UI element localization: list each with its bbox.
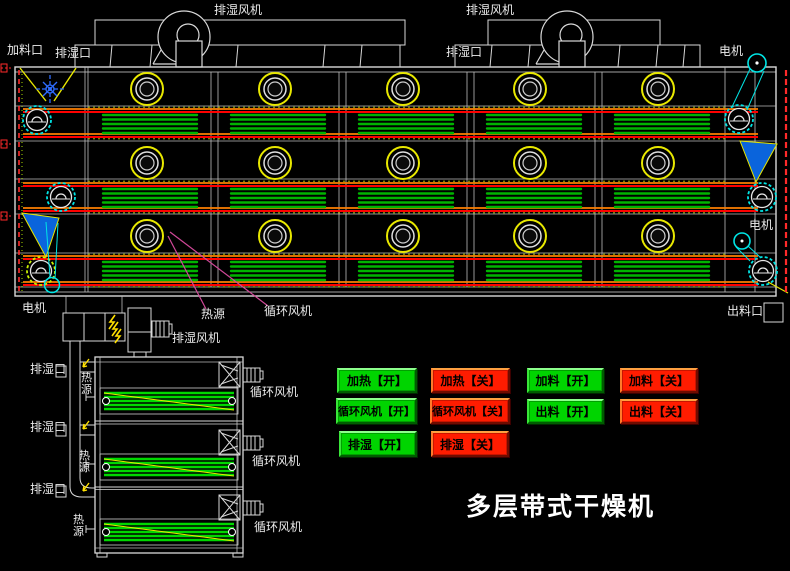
roller [22, 105, 52, 135]
side-heat-source-label: 热源 [73, 513, 84, 538]
feed-on-button[interactable]: 加料【开】 [527, 368, 604, 393]
circulation-fan-symbol [218, 429, 264, 456]
motor-mid-right-label: 电机 [749, 218, 774, 232]
side-heat-source-label: 热源 [79, 449, 90, 474]
roller [748, 256, 778, 286]
side-vent-label: 排湿口 [30, 362, 67, 376]
circulation-fan-circles [130, 72, 675, 253]
leader-lines [167, 231, 269, 310]
discharge-off-button[interactable]: 出料【关】 [620, 399, 698, 424]
circ-fan-off-button[interactable]: 循环风机【关】 [430, 398, 510, 424]
drive-mount-right [739, 140, 778, 184]
heat-source-connectors [85, 393, 95, 533]
drive-mount-left [21, 212, 60, 259]
side-circ-fan-label: 循环风机 [254, 520, 303, 534]
feed-hopper [19, 67, 77, 102]
circulation-fan-symbol [218, 494, 264, 521]
side-motor-label: 电机 [22, 301, 47, 315]
exhaust-fan-left-label: 排湿风机 [214, 3, 263, 17]
side-exhaust-fan-box [127, 307, 173, 357]
agitator-symbol [36, 75, 64, 103]
heat-source-label: 热源 [201, 307, 226, 321]
vent-right-label: 排湿口 [446, 45, 483, 59]
discharge-outlet-label: 出料口 [727, 304, 764, 318]
circulation-fan-symbol [218, 361, 264, 388]
vent-on-button[interactable]: 排湿【开】 [339, 431, 417, 457]
circulation-fan-label: 循环风机 [264, 304, 313, 318]
side-vent-label: 排湿口 [30, 420, 67, 434]
discharge-on-button[interactable]: 出料【开】 [527, 399, 604, 424]
side-heat-source-label: 热源 [81, 371, 92, 396]
exhaust-duct-left [74, 19, 406, 68]
machine-frame [14, 66, 777, 297]
pulley [43, 276, 61, 294]
roller [46, 182, 76, 212]
heat-on-button[interactable]: 加热【开】 [337, 368, 417, 393]
side-circ-fan-label: 循环风机 [252, 454, 301, 468]
side-motor-box [62, 312, 126, 342]
side-belt [98, 452, 240, 482]
side-circ-fan-label: 循环风机 [250, 385, 299, 399]
side-belt [98, 386, 240, 416]
frame-legs [65, 296, 123, 313]
motor-drive-bottom-right [733, 232, 762, 262]
motor-top-right-label: 电机 [719, 44, 744, 58]
exhaust-fan-right-symbol [535, 10, 594, 68]
roller [747, 182, 777, 212]
heat-off-button[interactable]: 加热【关】 [431, 368, 510, 393]
front-view-drawing [0, 10, 789, 323]
feed-off-button[interactable]: 加料【关】 [620, 368, 698, 393]
discharge-chute-line [767, 281, 789, 294]
motor-drive-top-right [731, 53, 767, 111]
airflow-arrows [82, 358, 90, 492]
exhaust-fan-left-symbol [152, 10, 211, 68]
circ-fan-on-button[interactable]: 循环风机【开】 [336, 398, 417, 424]
feed-inlet-label: 加料口 [7, 43, 44, 57]
vent-off-button[interactable]: 排湿【关】 [431, 431, 509, 457]
discharge-outlet-box [763, 302, 784, 323]
vent-left-label: 排湿口 [55, 46, 92, 60]
side-vent-label: 排湿口 [30, 482, 67, 496]
side-exhaust-fan-label: 排湿风机 [172, 331, 221, 345]
side-belt [98, 517, 240, 547]
page-title: 多层带式干燥机 [466, 492, 656, 521]
power-bolts-icon [108, 314, 122, 344]
side-view-drawing [55, 307, 264, 558]
roller [26, 256, 56, 286]
datum-lines [0, 63, 788, 292]
exhaust-fan-right-label: 排湿风机 [466, 3, 515, 17]
drive-belt-left [45, 221, 59, 280]
